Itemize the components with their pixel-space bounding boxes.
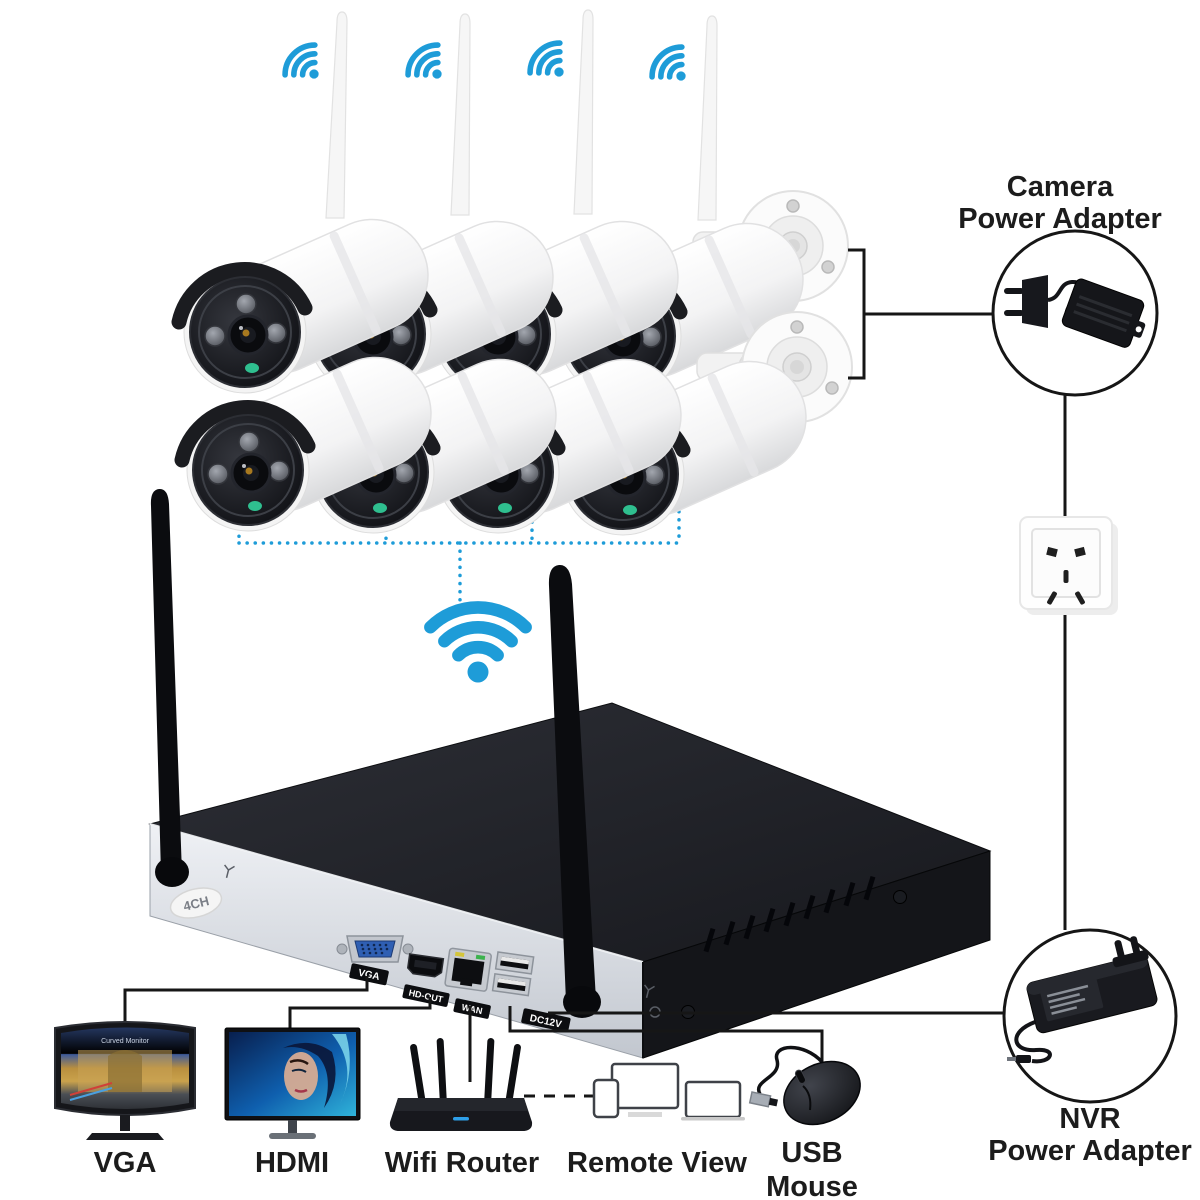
nvr-screw-2 <box>893 890 907 904</box>
wifi-icon-camera-3 <box>524 37 577 90</box>
nvr-hdmi-port <box>406 953 445 978</box>
camera-antennas <box>325 9 718 221</box>
mouse-scroll-wheel <box>794 1069 806 1084</box>
nvr-power-adapter <box>1002 928 1178 1104</box>
vga-monitor-stand <box>120 1115 130 1131</box>
wifi-icon-nvr <box>430 607 525 682</box>
nvr-antenna-left <box>150 488 182 874</box>
mouse-cable <box>756 1045 824 1095</box>
nvr-antenna-left-hinge <box>155 857 189 887</box>
usb-mouse-label-2: Mouse <box>766 1171 858 1200</box>
remote-monitor-icon <box>610 1062 680 1110</box>
usb-mouse <box>748 1045 861 1126</box>
remote-view-devices <box>592 1062 745 1121</box>
vga-monitor: Curved Monitor <box>54 1021 196 1140</box>
nvr-box: 4CH VGA <box>148 488 992 1059</box>
remote-view-label: Remote View <box>567 1147 747 1179</box>
camera-antenna-4 <box>697 15 718 221</box>
camera-power-adapter <box>991 229 1159 397</box>
mouse-body <box>783 1060 861 1126</box>
wifi-router-label: Wifi Router <box>385 1147 539 1179</box>
usb-mouse-label-1: USB <box>781 1137 842 1169</box>
nvr-vents <box>703 875 876 953</box>
hdmi-label: HDMI <box>255 1147 329 1179</box>
wall-socket-holes <box>1046 546 1086 605</box>
camera-power-adapter-label-1: Camera <box>1007 171 1114 203</box>
nvr-channel-badge-text: 4CH <box>182 893 211 914</box>
line-usb-mouse <box>508 1006 824 1064</box>
nvr-channel-sticker: 4CH <box>169 887 223 919</box>
router-led <box>453 1117 469 1121</box>
usb-connector <box>748 1091 778 1108</box>
line-vga <box>123 976 369 1034</box>
nvr-power-adapter-label-2: Power Adapter <box>988 1135 1192 1167</box>
wifi-icon-camera-1 <box>279 39 332 92</box>
wifi-icon-camera-2 <box>402 39 455 92</box>
remote-phone-icon <box>592 1078 620 1119</box>
nvr-antenna-right-hinge <box>563 986 601 1018</box>
camera-antenna-1 <box>325 11 348 219</box>
camera-antenna-3 <box>573 9 594 215</box>
camera-power-adapter-label-2: Power Adapter <box>958 203 1162 235</box>
remote-tablet-icon <box>684 1080 742 1119</box>
camera-adapter-brick <box>1061 278 1146 348</box>
vga-screen-caption: Curved Monitor <box>101 1038 150 1045</box>
line-hdmi <box>288 997 432 1034</box>
nvr-vga-port-badge: VGA <box>349 963 389 986</box>
wifi-router <box>389 1037 533 1131</box>
camera-cluster <box>179 190 853 535</box>
vga-label: VGA <box>94 1147 157 1179</box>
nvr-adapter-cable <box>1014 1020 1052 1064</box>
nvr-antenna-right <box>548 564 596 1002</box>
connection-lines <box>123 248 1067 1098</box>
svg-text:WAN: WAN <box>461 1002 484 1016</box>
nvr-vga-port <box>336 935 414 963</box>
hdmi-monitor <box>224 1027 361 1139</box>
line-cameras-power-adapter <box>848 248 994 380</box>
nvr-hdmi-port-badge: HD-OUT <box>402 984 450 1007</box>
wifi-icon-camera-4 <box>646 41 699 94</box>
nvr-adapter-plug-tip <box>1016 1055 1031 1063</box>
nvr-antenna-marks <box>224 864 661 1018</box>
camera-antenna-2 <box>450 13 471 216</box>
router-antennas <box>410 1037 521 1104</box>
wall-socket <box>1019 516 1118 615</box>
svg-text:VGA: VGA <box>357 968 380 983</box>
nvr-wan-port <box>444 947 492 992</box>
nvr-usb-ports <box>491 951 535 997</box>
nvr-adapter-brick <box>1026 936 1158 1034</box>
nvr-wan-port-badge: WAN <box>453 998 491 1019</box>
nvr-power-adapter-label-1: NVR <box>1059 1103 1120 1135</box>
hdmi-monitor-stand <box>288 1120 297 1133</box>
